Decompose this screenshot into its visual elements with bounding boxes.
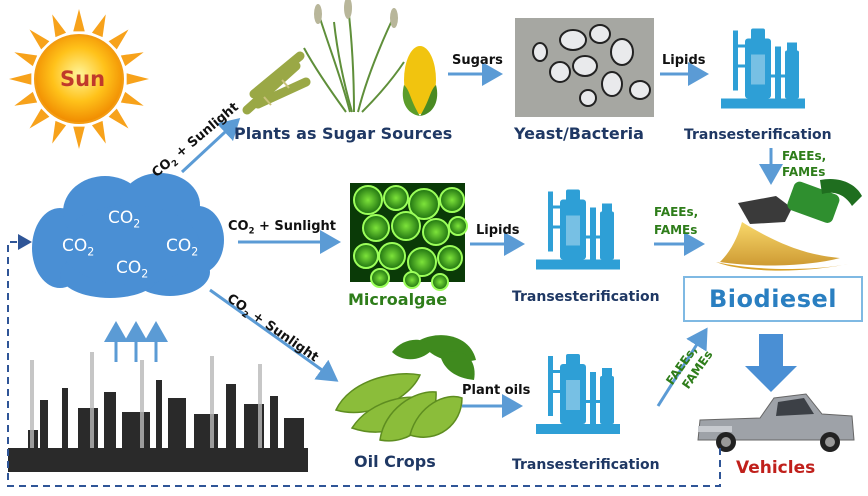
sun-ray [126, 73, 149, 85]
pickup-truck-image [697, 393, 855, 452]
sunlight-text: + Sunlight [254, 219, 336, 234]
yeast-image [515, 18, 654, 117]
oil-crops-image [334, 335, 476, 442]
transesterification-icon-bottom [536, 354, 620, 434]
co2-subscript: 2 [133, 217, 141, 231]
sun-ray [91, 120, 106, 144]
fuel-nozzle-image [716, 178, 862, 271]
sun-ray [52, 14, 67, 38]
vehicles-label: Vehicles [736, 458, 816, 478]
sun-ray [29, 108, 50, 129]
plants-label: Plants as Sugar Sources [234, 124, 453, 143]
sun-ray [73, 9, 85, 32]
co2-text: CO [116, 258, 142, 278]
arrow-cloud-to-oil-crops [209, 288, 339, 382]
cloud-co2-3: CO2 [166, 236, 199, 259]
algae-cell [407, 247, 437, 277]
cloud-co2-1: CO2 [108, 208, 141, 231]
faees-label-middle: FAEEs, [654, 205, 699, 219]
transesterification-label-top: Transesterification [684, 127, 832, 143]
oil-crops-label: Oil Crops [354, 452, 436, 471]
algae-cell [370, 268, 390, 288]
co2-subscript: 2 [248, 225, 255, 236]
cloud-co2-2: CO2 [62, 236, 95, 259]
sun-ray [73, 126, 85, 149]
transesterification-label-middle: Transesterification [512, 289, 660, 305]
sun-ray [52, 120, 67, 144]
biodiesel-label: Biodiesel [709, 285, 837, 313]
faees-label-top: FAEEs, [782, 149, 827, 163]
sun-ray [9, 73, 32, 85]
co2-text: CO [166, 236, 192, 256]
algae-cell [408, 188, 440, 220]
lipids-label-middle: Lipids [476, 223, 520, 238]
co2-subscript: 2 [141, 267, 149, 281]
co2-sunlight-label-middle: CO2 + Sunlight [228, 220, 336, 235]
co2-text: CO [228, 219, 249, 234]
cloud-co2-4: CO2 [116, 258, 149, 281]
refinery-background [30, 352, 262, 448]
algae-cell [448, 216, 468, 236]
algae-cell [422, 218, 450, 246]
dashed-recycle-loop [7, 234, 721, 487]
sun-ray [91, 14, 106, 38]
algae-cell [383, 185, 409, 211]
sun-ray [120, 52, 144, 67]
fames-label-top: FAMEs [782, 165, 826, 179]
refinery-silhouette [8, 380, 308, 472]
sun-ray [29, 29, 50, 50]
lipids-label-top: Lipids [662, 53, 706, 68]
microalgae-label: Microalgae [348, 290, 448, 309]
fames-label-middle: FAMEs [654, 223, 698, 237]
algae-cell [403, 271, 421, 289]
transesterification-label-bottom: Transesterification [512, 457, 660, 473]
sun-ray [108, 108, 129, 129]
microalgae-image [350, 183, 468, 291]
co2-text: CO [108, 208, 134, 228]
transesterification-icon-middle [536, 189, 620, 270]
algae-cell [437, 245, 463, 271]
algae-cell [353, 243, 379, 269]
co2-text: CO [62, 236, 88, 256]
biodiesel-box: Biodiesel [683, 276, 863, 322]
algae-cell [391, 211, 421, 241]
sun-label: Sun [60, 67, 106, 91]
sun-ray [14, 91, 38, 106]
sugars-label: Sugars [452, 53, 503, 68]
sun-ray [108, 29, 129, 50]
arrow-cloud-to-plants [180, 117, 241, 174]
sun-ray [120, 91, 144, 106]
arrow-trans-bot-to-biodiesel [656, 327, 708, 407]
algae-cell [431, 273, 449, 291]
plants-image [242, 0, 438, 116]
algae-cell [362, 214, 390, 242]
arrow-biodiesel-to-vehicles [745, 334, 797, 392]
sun-ray [14, 52, 38, 67]
co2-subscript: 2 [191, 245, 199, 259]
plant-oils-label: Plant oils [462, 383, 531, 398]
transesterification-icon-top [721, 28, 805, 109]
sun [9, 9, 149, 149]
algae-cell [353, 185, 383, 215]
algae-cell [439, 187, 465, 213]
co2-subscript: 2 [87, 245, 95, 259]
co2-cloud [32, 173, 224, 298]
yeast-label: Yeast/Bacteria [514, 124, 644, 143]
algae-cell [378, 242, 406, 270]
